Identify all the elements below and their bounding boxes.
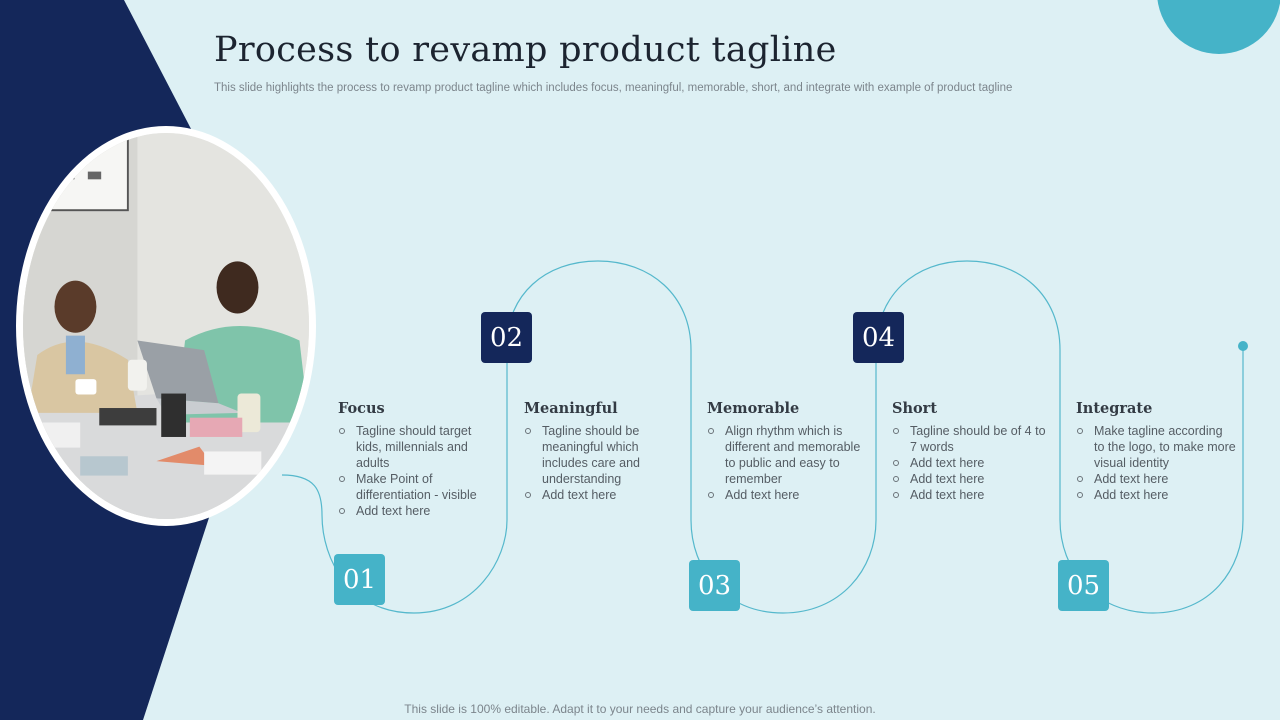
step-title: Meaningful [524,400,652,417]
step-points: Make tagline according to the logo, to m… [1076,423,1236,503]
step-title: Focus [338,400,488,417]
page-title: Process to revamp product tagline [214,30,837,70]
step-title: Integrate [1076,400,1236,417]
list-item: Add text here [338,503,488,519]
footer-note: This slide is 100% editable. Adapt it to… [0,702,1280,716]
path-end-dot [1238,341,1248,351]
step-points: Tagline should be of 4 to 7 words Add te… [892,423,1047,503]
step-points: Tagline should target kids, millennials … [338,423,488,519]
step-01-badge: 01 [334,554,385,605]
list-item: Add text here [892,455,1047,471]
corner-circle [1157,0,1280,54]
step-title: Short [892,400,1047,417]
step-memorable: Memorable Align rhythm which is differen… [707,400,862,503]
list-item: Add text here [892,471,1047,487]
step-short: Short Tagline should be of 4 to 7 words … [892,400,1047,503]
page-subtitle: This slide highlights the process to rev… [214,82,1012,94]
step-points: Tagline should be meaningful which inclu… [524,423,652,503]
step-meaningful: Meaningful Tagline should be meaningful … [524,400,652,503]
list-item: Add text here [524,487,652,503]
step-focus: Focus Tagline should target kids, millen… [338,400,488,519]
list-item: Add text here [707,487,862,503]
meeting-photo [16,126,316,526]
list-item: Tagline should be of 4 to 7 words [892,423,1047,455]
list-item: Tagline should be meaningful which inclu… [524,423,652,487]
list-item: Tagline should target kids, millennials … [338,423,488,471]
list-item: Add text here [1076,471,1236,487]
step-points: Align rhythm which is different and memo… [707,423,862,503]
step-04-badge: 04 [853,312,904,363]
step-02-badge: 02 [481,312,532,363]
list-item: Align rhythm which is different and memo… [707,423,862,487]
list-item: Make Point of differentiation - visible [338,471,488,503]
step-03-badge: 03 [689,560,740,611]
step-05-badge: 05 [1058,560,1109,611]
step-integrate: Integrate Make tagline according to the … [1076,400,1236,503]
step-title: Memorable [707,400,862,417]
list-item: Add text here [1076,487,1236,503]
list-item: Make tagline according to the logo, to m… [1076,423,1236,471]
list-item: Add text here [892,487,1047,503]
